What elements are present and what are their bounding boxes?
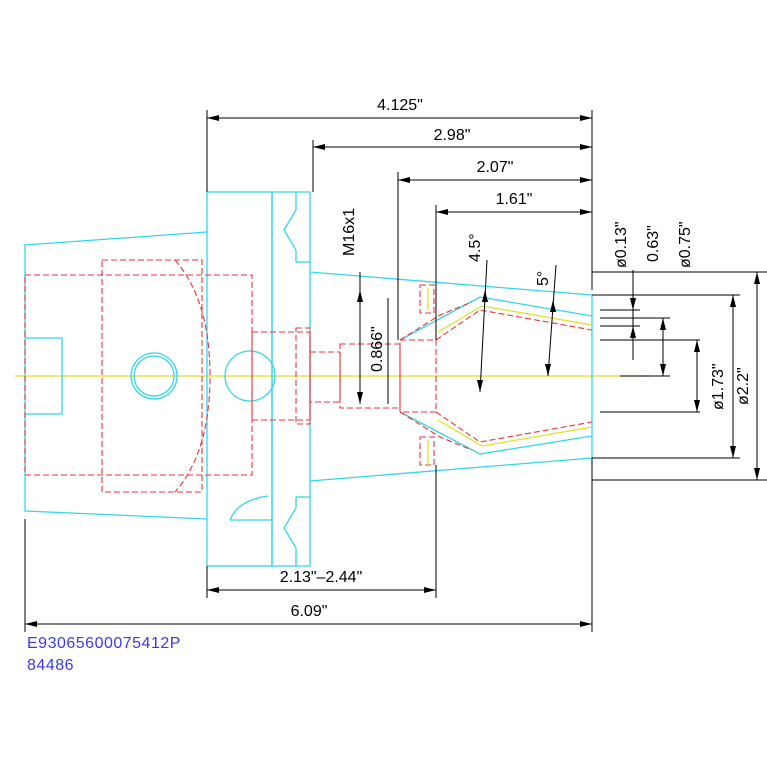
dim-overall-length: 6.09": [291, 603, 328, 620]
dim-collet-seat: 2.07": [477, 159, 514, 176]
dim-thread: M16x1: [341, 208, 358, 256]
dim-dia-075: ø0.75": [677, 221, 694, 268]
dim-dia-173: ø1.73": [710, 363, 727, 410]
holder-outline: [24, 191, 593, 567]
part-code: 84486: [27, 657, 74, 674]
dim-angle-a: 4.5°: [467, 233, 484, 262]
dim-overall-flange: 4.125": [377, 97, 423, 114]
hidden-lines: [24, 259, 593, 493]
dim-adjust-range: 2.13"–2.44": [280, 569, 363, 586]
dim-dia-013: ø0.13": [613, 221, 630, 268]
dimension-lines: [24, 110, 767, 632]
dim-body-length: 2.98": [434, 127, 471, 144]
dim-collet-depth: 1.61": [496, 191, 533, 208]
dim-bore-small: 0.866": [369, 326, 386, 372]
collet-detail: [427, 288, 593, 465]
dim-angle-b: 5°: [535, 271, 552, 286]
dim-dia-22: ø2.2": [735, 367, 752, 405]
part-number: E93065600075412P: [27, 635, 181, 652]
arrowheads: [25, 115, 760, 627]
dim-dia-063: 0.63": [645, 225, 662, 262]
